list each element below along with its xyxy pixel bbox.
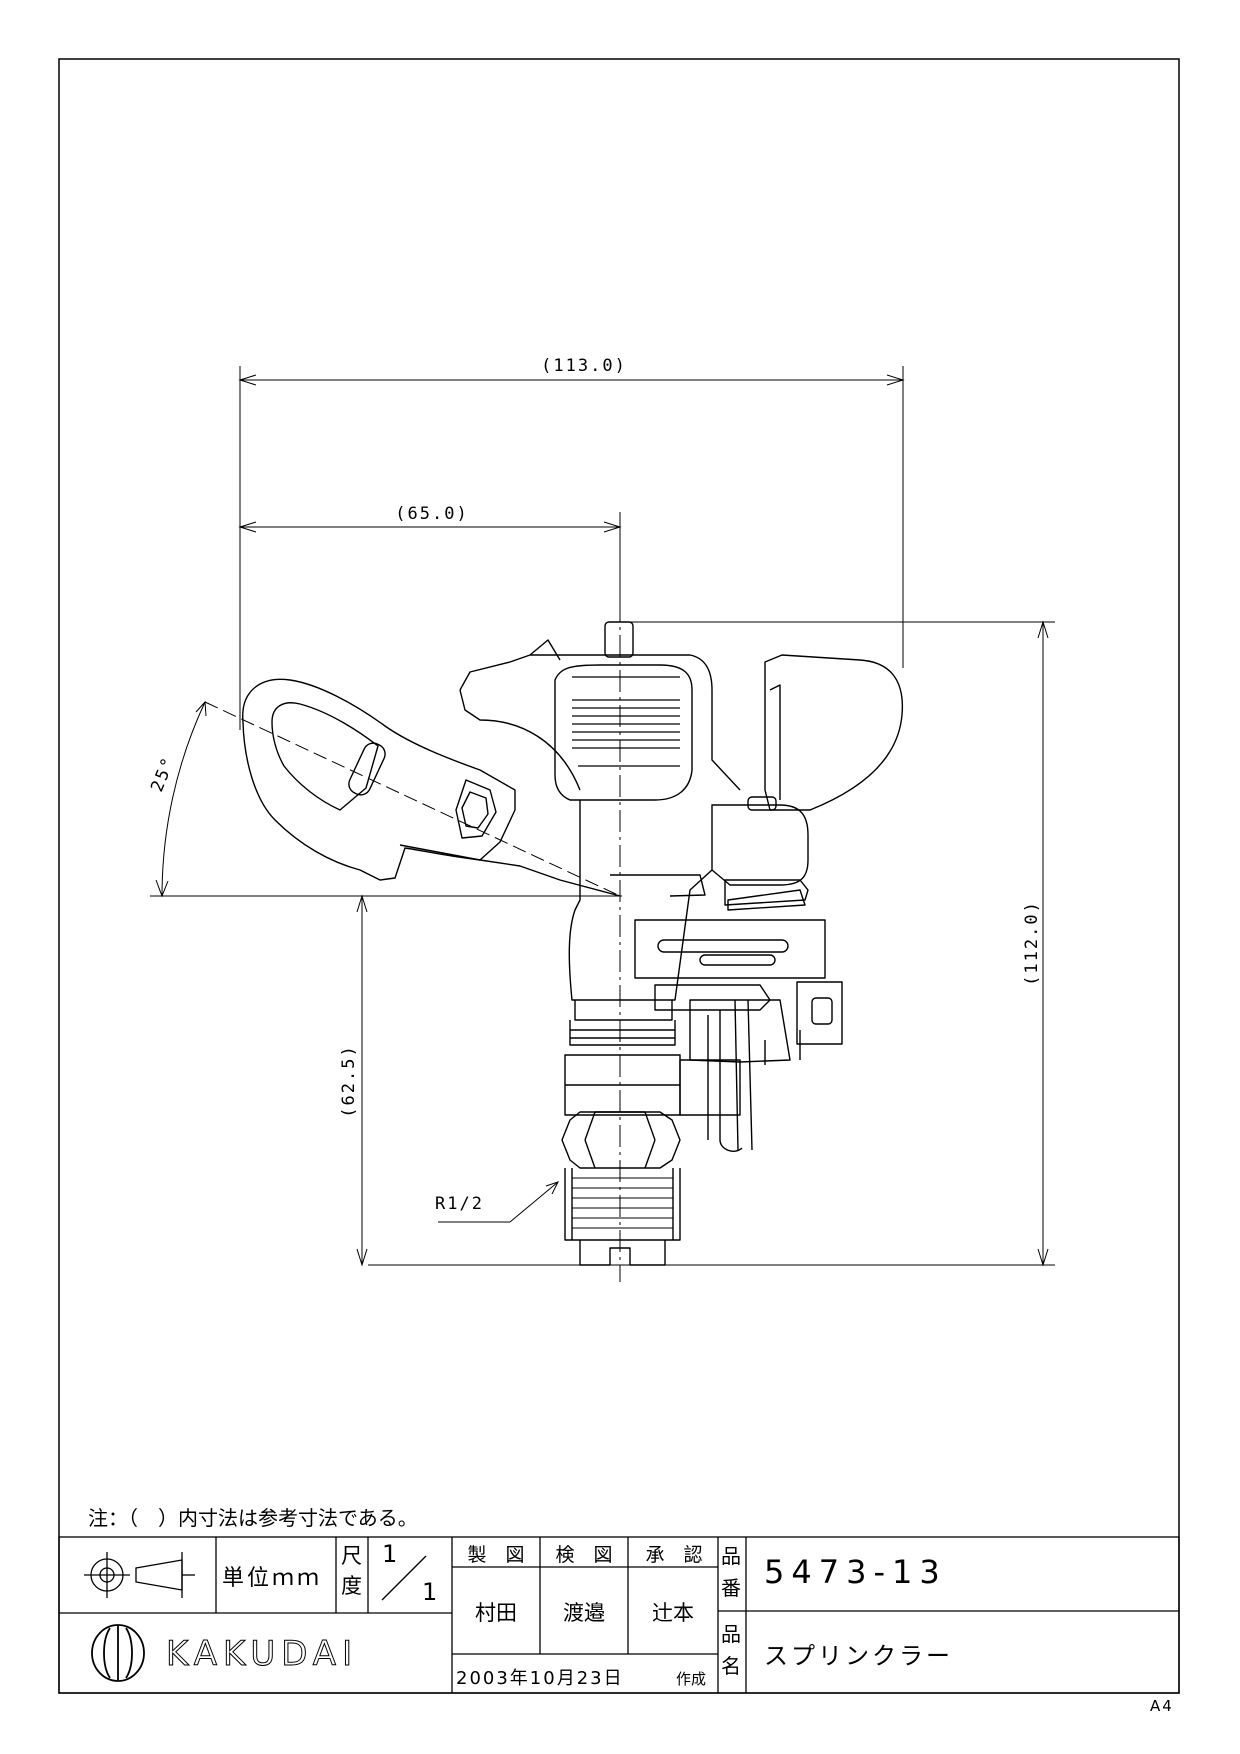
dim-height-lower: (62.5): [339, 1044, 359, 1117]
dim-height-overall: (112.0): [1022, 900, 1042, 986]
scale-top: 1: [382, 1540, 398, 1568]
part-no-label-1: 品: [721, 1544, 741, 1568]
scale-bottom: 1: [422, 1578, 438, 1606]
part-name-label-2: 名: [721, 1654, 741, 1678]
brand-name: KAKUDAI: [165, 1634, 359, 1675]
scale-label-2: 度: [341, 1574, 362, 1598]
kakudai-logo-icon: [91, 1624, 145, 1682]
approved-label: 承 認: [645, 1544, 703, 1566]
drawn-label: 製 図: [467, 1544, 525, 1566]
dim-width-overall: (113.0): [541, 356, 627, 376]
drawn-by: 村田: [475, 1601, 517, 1625]
scale-slash: [381, 1555, 427, 1601]
part-number: 5473-13: [764, 1553, 947, 1591]
dim-width-center: (65.0): [395, 504, 468, 524]
third-angle-projection-icon: [84, 1552, 195, 1598]
part-name-label-1: 品: [721, 1622, 741, 1646]
part-no-label-2: 番: [721, 1576, 741, 1600]
drawing-date: 2003年10月23日: [456, 1668, 624, 1689]
reference-note: 注：（ ）内寸法は参考寸法である。: [88, 1506, 418, 1530]
checked-by: 渡邉: [563, 1601, 605, 1625]
checked-label: 検 図: [555, 1544, 613, 1566]
sheet-size: A4: [1150, 1697, 1174, 1715]
title-block-grid: [58, 1536, 1180, 1694]
scale-label-1: 尺: [341, 1544, 362, 1568]
approved-by: 辻本: [652, 1601, 694, 1625]
dimension-lines: [150, 366, 1055, 1282]
part-name: スプリンクラー: [764, 1642, 953, 1670]
dim-thread: R1/2: [435, 1194, 484, 1214]
sprinkler-drawing: [242, 621, 904, 1266]
unit-label: 単位ｍｍ: [222, 1566, 323, 1591]
sheet-border: [58, 58, 1180, 1694]
date-suffix: 作成: [676, 1670, 707, 1688]
